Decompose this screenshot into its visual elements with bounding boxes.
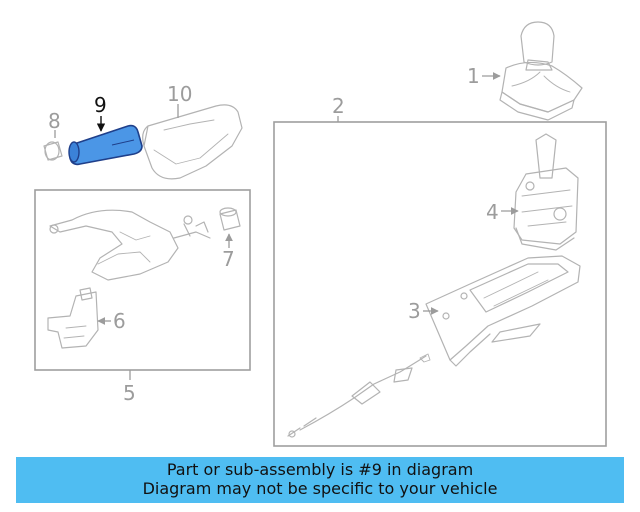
svg-text:9: 9 xyxy=(94,93,107,117)
part-5-frame xyxy=(34,189,251,371)
info-banner: Part or sub-assembly is #9 in diagram Di… xyxy=(16,457,624,503)
shift-cable xyxy=(287,353,431,438)
part-9-handle-grip[interactable] xyxy=(68,124,143,166)
callout-1: 1 xyxy=(467,64,501,88)
part-10-lever-cover[interactable] xyxy=(142,104,243,180)
svg-text:2: 2 xyxy=(332,94,345,118)
svg-text:3: 3 xyxy=(408,299,421,323)
callout-3: 3 xyxy=(408,299,439,323)
part-1-shift-boot[interactable] xyxy=(499,21,583,121)
svg-text:8: 8 xyxy=(48,109,61,133)
banner-line-disclaimer: Diagram may not be specific to your vehi… xyxy=(142,479,498,498)
callout-4: 4 xyxy=(486,200,519,224)
callout-9: 9 xyxy=(94,93,107,132)
part-8-end-cap[interactable] xyxy=(43,141,63,161)
callout-2: 2 xyxy=(332,94,345,122)
part-6-bracket[interactable] xyxy=(47,287,99,349)
callout-10: 10 xyxy=(167,82,192,118)
svg-text:4: 4 xyxy=(486,200,499,224)
callout-8: 8 xyxy=(48,109,61,138)
parts-diagram: 1 2 4 3 xyxy=(34,21,607,447)
banner-line-part: Part or sub-assembly is #9 in diagram xyxy=(166,460,474,479)
svg-text:7: 7 xyxy=(222,247,235,271)
part-7-bushing[interactable] xyxy=(219,207,241,231)
part-3-console-housing[interactable] xyxy=(425,255,581,367)
callout-7: 7 xyxy=(222,233,235,271)
callout-5: 5 xyxy=(123,370,136,405)
part-4-shifter-mechanism[interactable] xyxy=(513,133,579,251)
svg-text:1: 1 xyxy=(467,64,480,88)
svg-text:10: 10 xyxy=(167,82,192,106)
part-2-frame xyxy=(273,121,607,447)
callout-6: 6 xyxy=(97,309,126,333)
svg-text:6: 6 xyxy=(113,309,126,333)
part-5-brake-lever-assembly[interactable] xyxy=(49,209,211,281)
svg-text:5: 5 xyxy=(123,381,136,405)
